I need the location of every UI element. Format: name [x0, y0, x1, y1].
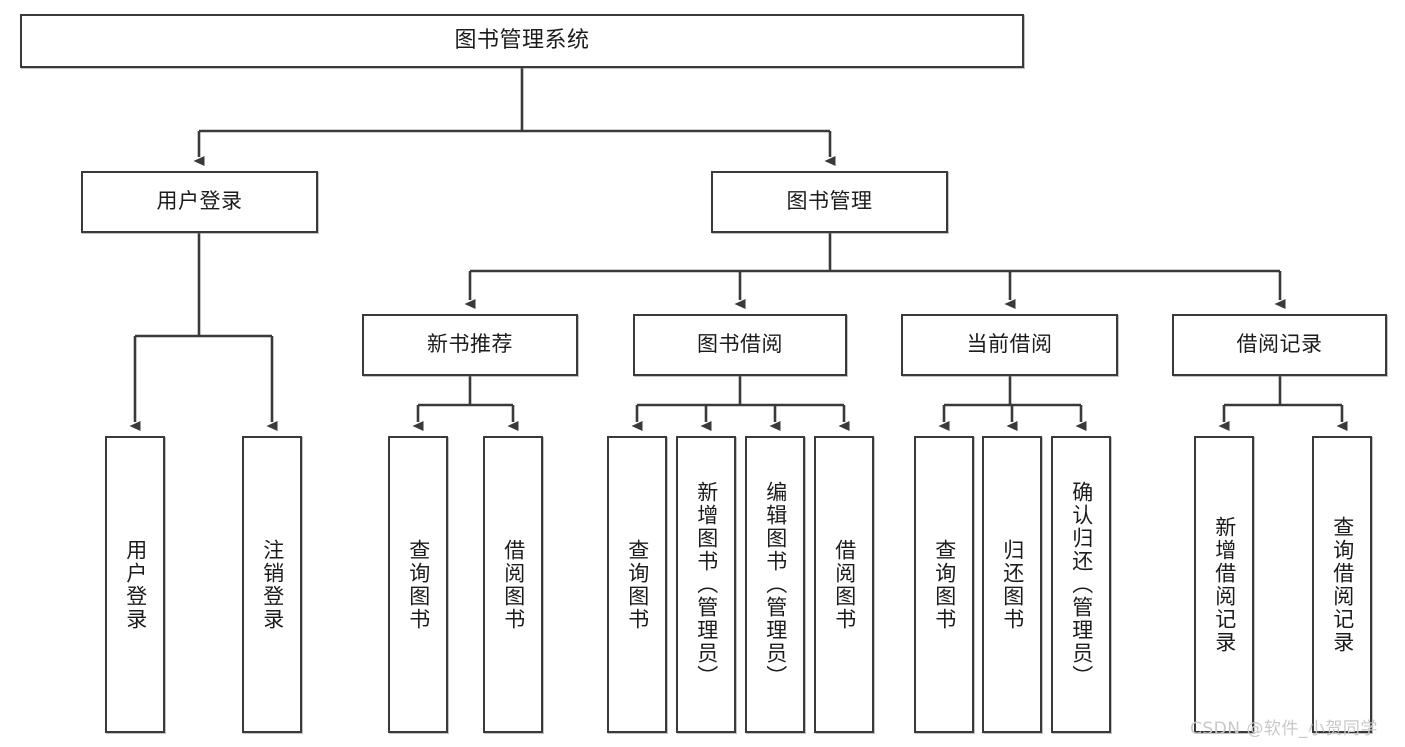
- node-label: 查询图书: [625, 538, 650, 631]
- leaf-return-book[interactable]: 归还图书: [982, 436, 1042, 733]
- node-label: 借阅图书: [832, 538, 857, 631]
- node-current-borrow[interactable]: 当前借阅: [901, 314, 1118, 376]
- node-label: 查询借阅记录: [1330, 515, 1355, 654]
- node-label: 查询图书: [406, 538, 431, 631]
- node-book-borrow[interactable]: 图书借阅: [633, 314, 847, 376]
- node-book-management[interactable]: 图书管理: [711, 171, 948, 233]
- node-label: 新增图书（管理员）: [694, 481, 719, 688]
- leaf-borrow-book[interactable]: 借阅图书: [814, 436, 874, 733]
- leaf-edit-book-admin[interactable]: 编辑图书（管理员）: [745, 436, 805, 733]
- node-label: 编辑图书（管理员）: [763, 481, 788, 688]
- node-label: 确认归还（管理员）: [1069, 481, 1094, 688]
- node-label: 新增借阅记录: [1212, 515, 1237, 654]
- node-label: 注销登录: [260, 538, 285, 631]
- node-label: 借阅记录: [1236, 332, 1323, 357]
- node-label: 用户登录: [156, 189, 243, 214]
- csdn-watermark: CSDN @软件_小贺同学: [1190, 719, 1378, 739]
- leaf-query-book-borrow[interactable]: 查询图书: [607, 436, 667, 733]
- node-label: 图书管理系统: [454, 27, 590, 53]
- leaf-query-borrow-record[interactable]: 查询借阅记录: [1312, 436, 1372, 733]
- leaf-add-book-admin[interactable]: 新增图书（管理员）: [676, 436, 736, 733]
- node-label: 归还图书: [1000, 538, 1025, 631]
- leaf-add-borrow-record[interactable]: 新增借阅记录: [1194, 436, 1254, 733]
- leaf-user-login[interactable]: 用户登录: [105, 436, 165, 733]
- node-root-system[interactable]: 图书管理系统: [20, 14, 1024, 68]
- node-label: 图书管理: [786, 189, 873, 214]
- leaf-query-book-current[interactable]: 查询图书: [914, 436, 974, 733]
- node-label: 用户登录: [123, 538, 148, 631]
- node-label: 查询图书: [932, 538, 957, 631]
- leaf-confirm-return-admin[interactable]: 确认归还（管理员）: [1051, 436, 1111, 733]
- leaf-borrow-book-recommend[interactable]: 借阅图书: [483, 436, 543, 733]
- leaf-query-book-recommend[interactable]: 查询图书: [388, 436, 448, 733]
- node-label: 当前借阅: [966, 332, 1053, 357]
- node-label: 新书推荐: [427, 332, 513, 357]
- node-user-login[interactable]: 用户登录: [81, 171, 318, 233]
- leaf-logout[interactable]: 注销登录: [242, 436, 302, 733]
- node-new-book-recommend[interactable]: 新书推荐: [362, 314, 578, 376]
- node-label: 图书借阅: [697, 332, 783, 357]
- node-borrow-record[interactable]: 借阅记录: [1172, 314, 1387, 376]
- node-label: 借阅图书: [501, 538, 526, 631]
